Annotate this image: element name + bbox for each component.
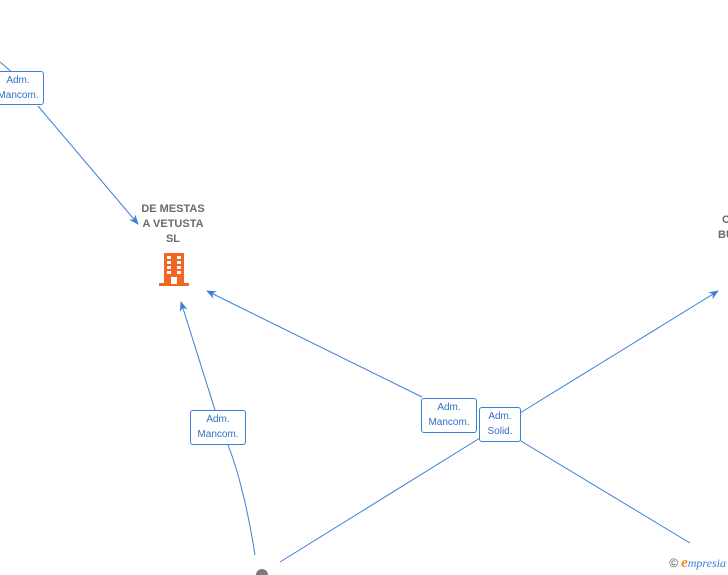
company-name-line3: SL [165, 233, 181, 245]
edge-bottom-to-right-company-arrow [519, 290, 719, 414]
company-name-line2: BU [718, 229, 728, 241]
role-label-line1: Adm. [206, 414, 230, 425]
role-label-line1: Adm. [437, 402, 461, 413]
company-name-main[interactable]: DE MESTAS A VETUSTA SL [128, 202, 218, 247]
copyright-symbol: © [669, 556, 679, 570]
building-icon[interactable] [158, 252, 190, 288]
role-label-line2: Mancom. [0, 90, 39, 101]
brand-logo-e: e [681, 555, 688, 571]
company-name-line1: C [722, 214, 728, 226]
edge-bottom-to-company [227, 444, 256, 556]
role-label-top-left[interactable]: Adm. Mancom. [0, 71, 44, 105]
edge-bottom-right-to-company [505, 431, 691, 544]
role-label-line2: Mancom. [428, 417, 470, 428]
edge-bottom-to-right-company [279, 437, 481, 563]
brand-logo-text: mpresia [687, 556, 726, 570]
edge-bottom-right-to-company-arrow [206, 290, 423, 398]
role-label-line1: Adm. [6, 75, 30, 86]
role-label-center[interactable]: Adm. Mancom. [421, 398, 477, 433]
role-label-center-right[interactable]: Adm. Solid. [479, 407, 521, 442]
company-name-right[interactable]: C BU [706, 213, 728, 243]
edge-bottom-to-company-arrow [179, 301, 216, 411]
role-label-bottom-left[interactable]: Adm. Mancom. [190, 410, 246, 445]
empresia-watermark: ©empresia [669, 555, 726, 572]
role-label-line2: Solid. [487, 426, 513, 437]
role-label-line2: Mancom. [197, 429, 239, 440]
edge-top-left-to-company-arrow [37, 105, 139, 225]
person-node-partial[interactable] [256, 569, 268, 575]
role-label-line1: Adm. [488, 411, 512, 422]
company-name-line2: A VETUSTA [142, 218, 204, 230]
company-name-line1: DE MESTAS [141, 203, 205, 215]
